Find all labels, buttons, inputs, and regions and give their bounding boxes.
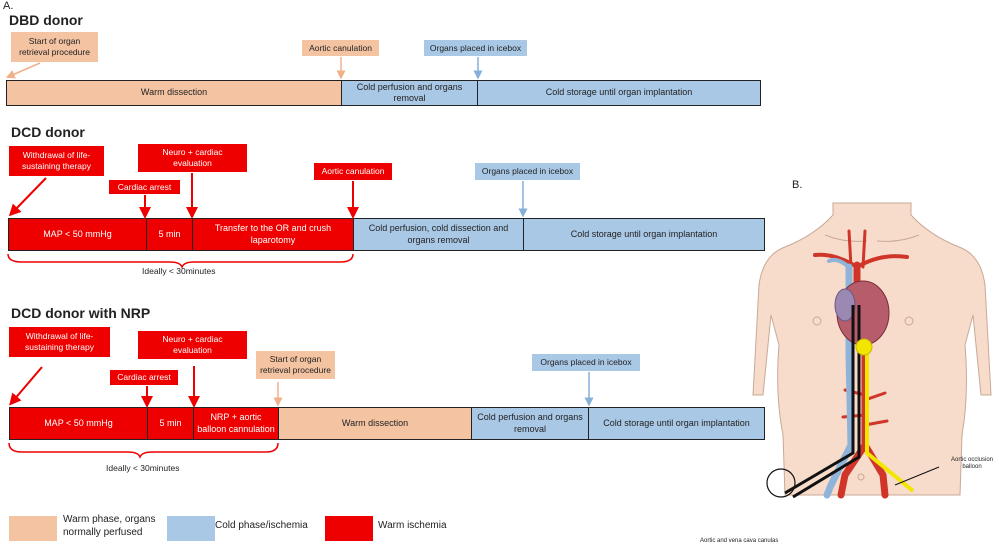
nrp-title: DCD donor with NRP: [11, 305, 151, 321]
canulas-label: Aortic and vena cava canulas: [700, 538, 779, 544]
nrp-arrest-label: Cardiac arrest: [110, 370, 178, 385]
dbd-cold-storage-bar: Cold storage until organ implantation: [477, 80, 761, 106]
dcd-bar3-text: Transfer to the OR and crush laparotomy: [214, 223, 332, 245]
dbd-cold-perfusion-bar: Cold perfusion and organs removal: [341, 80, 478, 106]
dcd-ideal-brace: [7, 253, 354, 270]
dbd-bar2-text: Cold perfusion and organs removal: [356, 81, 463, 103]
balloon-leader-line: [894, 466, 940, 486]
legend-isch-text: Warm ischemia: [378, 520, 447, 531]
dbd-start-arrow: [5, 62, 41, 79]
left-nipple: [812, 316, 822, 326]
legend-warm-swatch: [9, 516, 57, 541]
nrp-icebox-label: Organs placed in icebox: [532, 354, 640, 371]
dcd-aortic-label: Aortic canulation: [314, 163, 392, 180]
navel: [857, 473, 865, 481]
heart-atrium: [834, 288, 856, 322]
dcd-bar2-text: 5 min: [158, 228, 181, 239]
nrp-bar5-text: Cold perfusion and organs removal: [477, 412, 583, 434]
dcd-ideal-label: Ideally < 30minutes: [142, 266, 216, 276]
nrp-map-bar: MAP < 50 mmHg: [9, 407, 148, 440]
dcd-transfer-bar: Transfer to the OR and crush laparotomy: [192, 218, 354, 251]
nrp-withdrawal-arrow: [9, 366, 43, 406]
vena-cava-canula: [792, 305, 861, 499]
legend-cold-text: Cold phase/ischemia: [215, 520, 308, 531]
nrp-start-label: Start of organ retrieval procedure: [256, 351, 335, 379]
panel-b-letter: B.: [792, 179, 803, 191]
nrp-neuro-label: Neuro + cardiac evaluation: [138, 331, 247, 359]
dcd-bar1-text: MAP < 50 mmHg: [43, 228, 112, 239]
panel-a-letter: A.: [3, 0, 14, 12]
nrp-ideal-label: Ideally < 30minutes: [106, 463, 180, 473]
nrp-ideal-brace: [8, 442, 279, 460]
dcd-title: DCD donor: [11, 124, 85, 140]
nrp-5min-bar: 5 min: [147, 407, 194, 440]
dbd-warm-dissection-bar: Warm dissection: [6, 80, 342, 106]
nrp-bar6-text: Cold storage until organ implantation: [603, 417, 750, 428]
dbd-bar1-text: Warm dissection: [140, 87, 208, 98]
dbd-title: DBD donor: [9, 12, 83, 28]
dbd-bar3-text: Cold storage until organ implantation: [545, 87, 693, 98]
dcd-bar4-text: Cold perfusion, cold dissection and orga…: [368, 223, 509, 245]
nrp-withdrawal-label: Withdrawal of life-sustaining therapy: [9, 327, 110, 357]
dcd-withdrawal-label: Withdrawal of life-sustaining therapy: [9, 146, 104, 176]
dcd-bar5-text: Cold storage until organ implantation: [570, 228, 718, 239]
dcd-cold-perfusion-bar: Cold perfusion, cold dissection and orga…: [353, 218, 524, 251]
nrp-cold-storage-bar: Cold storage until organ implantation: [588, 407, 765, 440]
legend-warm-text: Warm phase, organs normally perfused: [63, 514, 156, 538]
nrp-warm-dissection-bar: Warm dissection: [278, 407, 472, 440]
dbd-icebox-label: Organs placed in icebox: [424, 40, 527, 56]
dcd-icebox-label: Organs placed in icebox: [475, 163, 580, 180]
dcd-withdrawal-arrow: [8, 177, 47, 217]
dcd-arrest-label: Cardiac arrest: [109, 180, 180, 194]
nrp-cold-perfusion-bar: Cold perfusion and organs removal: [471, 407, 589, 440]
torso-illustration: [752, 202, 992, 499]
legend-cold-swatch: [167, 516, 215, 541]
dcd-neuro-label: Neuro + cardiac evaluation: [138, 144, 247, 172]
dbd-aortic-label: Aortic canulation: [302, 40, 379, 56]
dcd-map-bar: MAP < 50 mmHg: [8, 218, 147, 251]
nrp-cannulation-bar: NRP + aortic balloon cannulation: [193, 407, 279, 440]
nrp-bar2-text: 5 min: [159, 417, 182, 428]
nrp-bar3-text: NRP + aortic balloon cannulation: [197, 412, 275, 434]
nrp-bar1-text: MAP < 50 mmHg: [44, 417, 113, 428]
dcd-cold-storage-bar: Cold storage until organ implantation: [523, 218, 765, 251]
balloon-label: Aortic occlusion balloon: [950, 457, 994, 471]
aortic-balloon: [855, 338, 873, 356]
balloon-catheter: [865, 349, 915, 493]
dbd-start-label: Start of organ retrieval procedure: [11, 32, 98, 62]
right-nipple: [904, 316, 914, 326]
aortic-canula: [784, 305, 855, 495]
nrp-bar4-text: Warm dissection: [341, 417, 409, 428]
legend-isch-swatch: [325, 516, 373, 541]
insertion-circle: [766, 468, 796, 498]
